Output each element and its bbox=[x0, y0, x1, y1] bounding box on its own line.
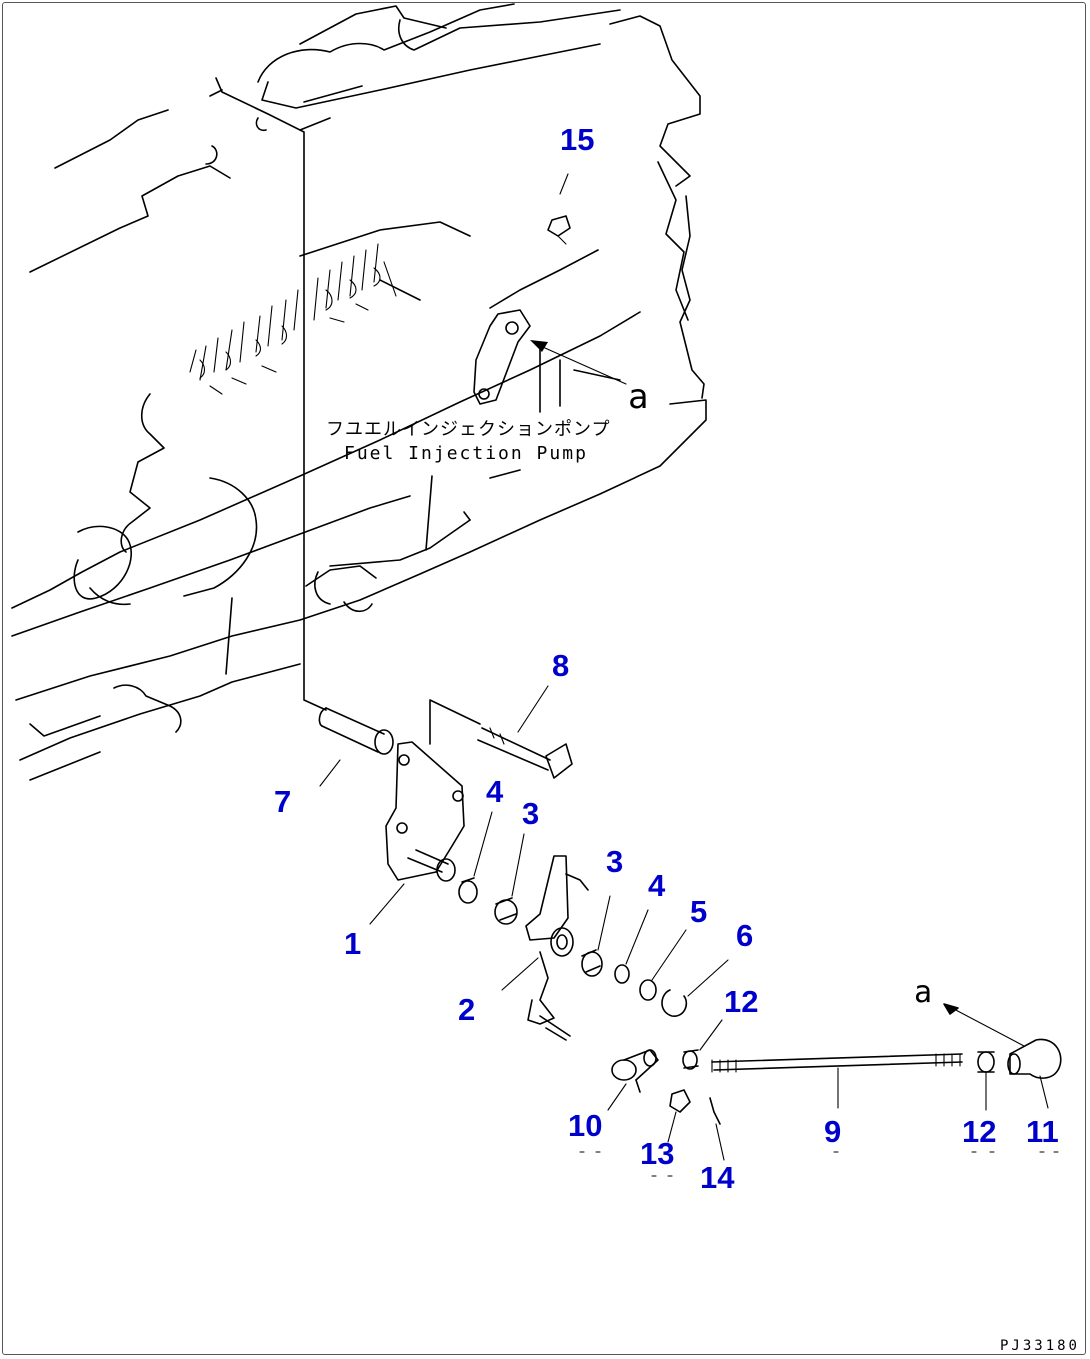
part-13-nut bbox=[667, 1089, 691, 1143]
callout-14: 14 bbox=[700, 1160, 735, 1195]
part-3-4-5-6-right-stack bbox=[581, 895, 729, 1017]
callout-10: 10 bbox=[568, 1108, 603, 1143]
callout-4-left: 4 bbox=[486, 774, 504, 809]
view-a-arrow bbox=[530, 340, 627, 385]
callout-8: 8 bbox=[552, 648, 570, 683]
callout-3-right: 3 bbox=[606, 844, 624, 879]
callout-7: 7 bbox=[274, 784, 292, 819]
callout-4-right: 4 bbox=[648, 868, 666, 903]
callout-13: 13 bbox=[640, 1136, 675, 1171]
callout-6: 6 bbox=[736, 918, 754, 953]
engine-block-outline bbox=[11, 3, 707, 781]
callout-12-left: 12 bbox=[724, 984, 759, 1019]
part-11-ball-joint bbox=[943, 1003, 1062, 1109]
assembly-title-en: Fuel Injection Pump bbox=[344, 443, 588, 464]
injector-pipes bbox=[189, 243, 397, 395]
callout-12-right: 12 bbox=[962, 1114, 997, 1149]
part-2-lever bbox=[501, 855, 589, 1041]
part-12-nut-left bbox=[682, 1019, 723, 1070]
callout-3-left: 3 bbox=[522, 796, 540, 831]
part-8-bolt bbox=[429, 685, 573, 779]
callout-5: 5 bbox=[690, 894, 708, 929]
drawing-code: PJ33180 bbox=[999, 1338, 1080, 1354]
callout-15: 15 bbox=[560, 122, 595, 157]
view-a-reference-pump: a bbox=[628, 377, 649, 417]
assembly-title-jp: フユエルインジェクションポンプ bbox=[326, 419, 611, 440]
part-1-plate bbox=[369, 741, 465, 925]
part-12-nut-right bbox=[977, 1051, 995, 1111]
part-15-bolt bbox=[547, 173, 571, 245]
callout-11: 11 bbox=[1026, 1114, 1059, 1149]
label-tick-marks bbox=[579, 1151, 1059, 1177]
view-a-reference-joint: a bbox=[914, 975, 933, 1010]
callout-9: 9 bbox=[824, 1114, 842, 1149]
callout-2: 2 bbox=[458, 992, 476, 1027]
callout-1: 1 bbox=[344, 926, 362, 961]
part-10-rod-end bbox=[607, 1049, 659, 1111]
part-4-3-bushings-left bbox=[458, 811, 525, 925]
vertical-link bbox=[209, 77, 327, 711]
part-7-shaft bbox=[318, 707, 394, 787]
part-14-cotter-pin bbox=[709, 1097, 725, 1161]
part-9-adjust-rod bbox=[711, 1053, 963, 1109]
